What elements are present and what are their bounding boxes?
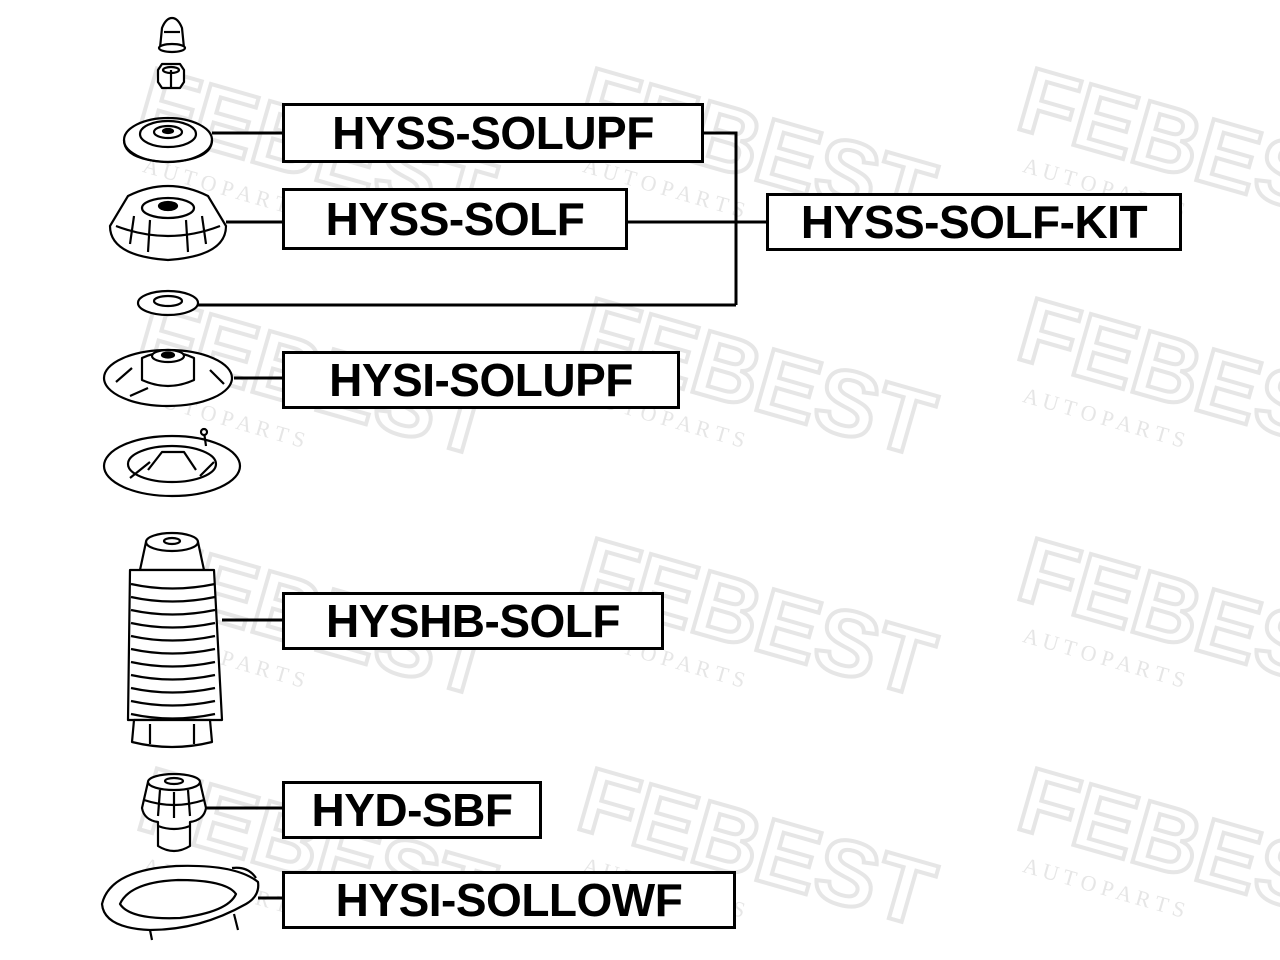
svg-text:FEBEST: FEBEST xyxy=(1008,749,1280,947)
svg-text:FEBEST: FEBEST xyxy=(1008,519,1280,717)
part-label-hyd-sbf: HYD-SBF xyxy=(282,781,542,839)
bellows-ring xyxy=(130,660,216,668)
bump-stop-icon xyxy=(140,772,208,853)
part-label-hyshb-solf: HYSHB-SOLF xyxy=(282,592,664,650)
bellows-ring xyxy=(130,712,216,720)
part-label-hysi-sollowf: HYSI-SOLLOWF xyxy=(282,871,736,929)
upper-mount-plate-icon xyxy=(122,116,214,164)
bellows-ring xyxy=(130,686,216,694)
kit-bracket xyxy=(704,131,738,305)
part-label-hyss-solupf: HYSS-SOLUPF xyxy=(282,103,704,163)
bellows-ring xyxy=(130,582,216,590)
strut-mount-icon xyxy=(108,184,228,262)
part-label-hyss-solf-kit: HYSS-SOLF-KIT xyxy=(766,193,1182,251)
upper-spring-seat-icon xyxy=(102,348,234,408)
bellows-ring xyxy=(130,608,216,616)
bearing-washer-icon xyxy=(136,289,200,317)
bellows-ring xyxy=(130,621,216,629)
bellows-ring xyxy=(130,647,216,655)
bellows-ring xyxy=(130,699,216,707)
spring-seat-plate-icon xyxy=(102,427,242,498)
part-label-hyss-solf: HYSS-SOLF xyxy=(282,188,628,250)
bellows-ring xyxy=(130,673,216,681)
bellows-ring xyxy=(130,634,216,642)
lower-spring-seat-icon xyxy=(100,864,260,941)
bellows-ring xyxy=(130,595,216,603)
bellows-boot-icon xyxy=(126,531,224,749)
svg-text:FEBEST: FEBEST xyxy=(1008,279,1280,477)
cap-nut-icon xyxy=(157,16,187,54)
leader-lines xyxy=(198,131,766,900)
nut-icon xyxy=(156,62,186,90)
part-label-hysi-solupf: HYSI-SOLUPF xyxy=(282,351,680,409)
